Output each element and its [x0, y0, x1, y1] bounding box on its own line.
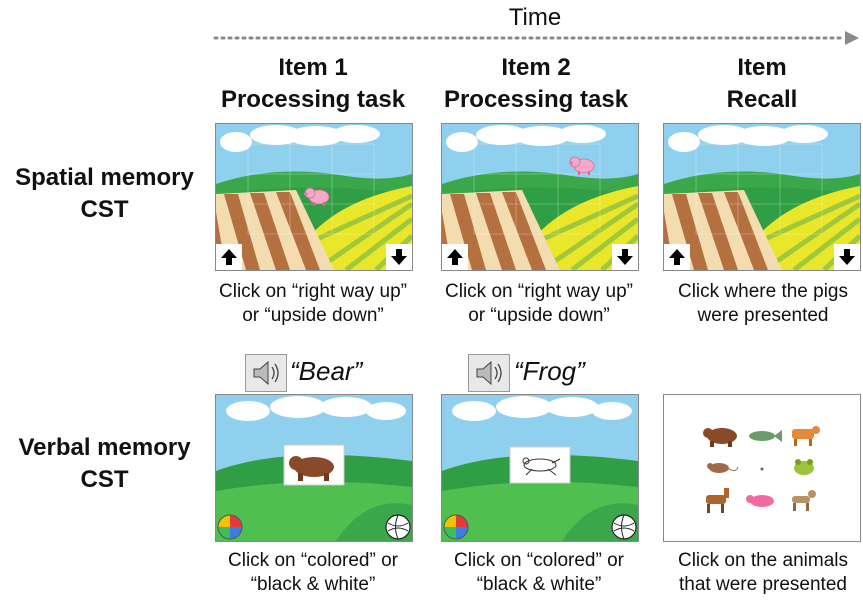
column-header-item1-line1: Item 1: [278, 54, 348, 81]
recall-animal-mouse[interactable]: [707, 463, 739, 473]
frog-icon: [522, 457, 561, 476]
column-header-item1: Item 1 Processing task: [203, 52, 423, 116]
speaker-button[interactable]: [468, 354, 510, 392]
caption-line: Click on “right way up”: [219, 281, 407, 302]
black-white-button[interactable]: [611, 514, 637, 540]
spatial-recall-panel[interactable]: [663, 123, 861, 271]
arrow-up-icon: [447, 249, 463, 265]
column-header-recall-line2: Recall: [726, 86, 798, 113]
arrow-up-button[interactable]: [216, 244, 242, 270]
recall-animal-cow[interactable]: [792, 426, 820, 446]
arrow-down-button[interactable]: [834, 244, 860, 270]
arrow-down-icon: [839, 249, 855, 265]
caption-line: that were presented: [679, 574, 847, 595]
colored-ball-icon: [217, 514, 243, 540]
row-header-verbal-line1: Verbal memory: [18, 434, 191, 461]
arrow-up-button[interactable]: [442, 244, 468, 270]
arrow-up-icon: [221, 249, 237, 265]
row-header-spatial: Spatial memory CST: [2, 162, 207, 226]
verbal-item2-caption: Click on “colored” or “black & white”: [424, 549, 654, 597]
arrow-down-icon: [617, 249, 633, 265]
spatial-item2-caption: Click on “right way up” or “upside down”: [424, 280, 654, 328]
column-header-item1-line2: Processing task: [220, 86, 406, 113]
time-arrow: [213, 31, 859, 45]
black-white-button[interactable]: [385, 514, 411, 540]
recall-animal-dog[interactable]: [792, 490, 816, 511]
time-label: Time: [508, 4, 562, 31]
recall-animal-fish[interactable]: [749, 430, 782, 442]
caption-line: Click on “colored” or: [454, 550, 624, 571]
column-header-recall: Item Recall: [652, 52, 863, 116]
row-header-spatial-line1: Spatial memory: [15, 164, 194, 191]
arrow-up-button[interactable]: [664, 244, 690, 270]
row-header-verbal: Verbal memory CST: [2, 432, 207, 496]
row-header-verbal-line2: CST: [80, 466, 129, 493]
caption-line: or “upside down”: [468, 305, 610, 326]
colored-button[interactable]: [443, 514, 469, 540]
colored-ball-icon: [443, 514, 469, 540]
caption-line: were presented: [697, 305, 829, 326]
column-header-recall-line1: Item: [737, 54, 787, 81]
verbal-recall-panel: [663, 394, 861, 542]
black-white-ball-icon: [611, 514, 637, 540]
arrow-down-button[interactable]: [386, 244, 412, 270]
column-header-item2: Item 2 Processing task: [426, 52, 646, 116]
speaker-icon: [476, 360, 502, 386]
caption-line: Click on “colored” or: [228, 550, 398, 571]
caption-line: Click on “right way up”: [445, 281, 633, 302]
recall-animal-frog[interactable]: [794, 459, 814, 475]
spatial-item1-caption: Click on “right way up” or “upside down”: [198, 280, 428, 328]
spoken-word-item1: “Bear”: [290, 356, 363, 386]
caption-line: or “upside down”: [242, 305, 384, 326]
spatial-item2-panel: [441, 123, 639, 271]
spatial-item1-panel: [215, 123, 413, 271]
arrow-down-icon: [391, 249, 407, 265]
column-header-item2-line2: Processing task: [443, 86, 629, 113]
verbal-item1-panel: [215, 394, 413, 542]
recall-animal-bear[interactable]: [703, 428, 737, 447]
recall-animal-horse[interactable]: [706, 488, 729, 513]
arrow-down-button[interactable]: [612, 244, 638, 270]
recall-animal-insect[interactable]: [760, 467, 764, 471]
recall-animal-pig[interactable]: [746, 495, 774, 507]
verbal-item1-caption: Click on “colored” or “black & white”: [198, 549, 428, 597]
caption-line: “black & white”: [476, 574, 602, 595]
row-header-spatial-line2: CST: [80, 196, 129, 223]
arrow-up-icon: [669, 249, 685, 265]
caption-line: Click on the animals: [677, 550, 849, 571]
caption-line: “black & white”: [250, 574, 376, 595]
speaker-button[interactable]: [245, 354, 287, 392]
spatial-recall-caption: Click where the pigs were presented: [648, 280, 863, 328]
black-white-ball-icon: [385, 514, 411, 540]
colored-button[interactable]: [217, 514, 243, 540]
speaker-icon: [253, 360, 279, 386]
bear-icon: [289, 456, 334, 481]
caption-line: Click where the pigs: [677, 281, 849, 302]
verbal-item2-panel: [441, 394, 639, 542]
spoken-word-item2: “Frog”: [514, 356, 585, 386]
verbal-recall-caption: Click on the animals that were presented: [648, 549, 863, 597]
column-header-item2-line1: Item 2: [501, 54, 571, 81]
